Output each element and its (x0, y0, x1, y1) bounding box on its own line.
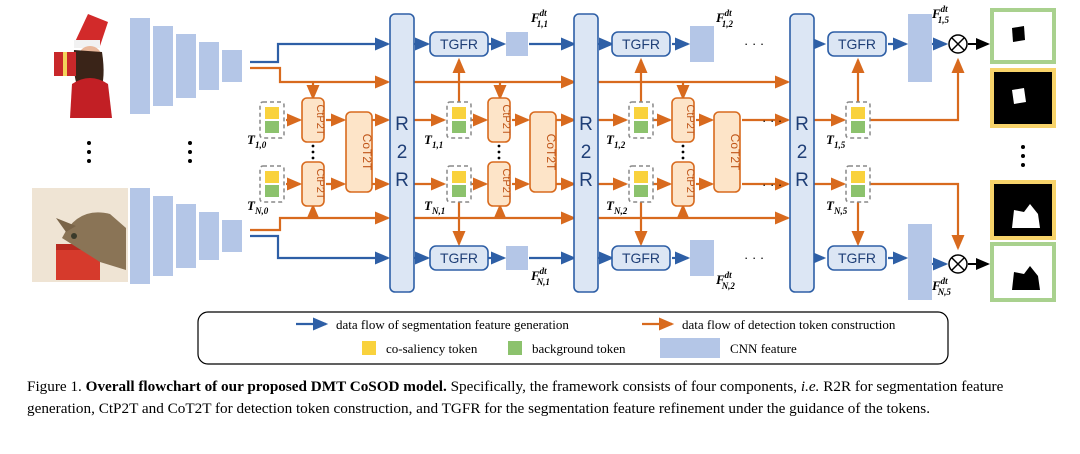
legend-orange-label: data flow of detection token constructio… (682, 317, 896, 332)
woman-with-gift-photo (54, 14, 128, 118)
legend-yellow-swatch (362, 341, 376, 355)
token-label-top: T1,5 (826, 132, 846, 150)
background-token (265, 185, 279, 197)
token-group (446, 101, 472, 139)
tgfr-label: TGFR (622, 36, 660, 52)
ctp2t-label: CtP2T (314, 168, 326, 199)
ctp2t-label: CtP2T (500, 104, 512, 135)
token-label-bottom: TN,1 (424, 198, 445, 216)
token-group (259, 165, 285, 203)
ctp2t-modules (301, 97, 695, 207)
ground-truth-mask-1 (990, 68, 1056, 128)
figure-caption: Figure 1. Overall flowchart of our propo… (27, 376, 1057, 419)
ctp2t-label: CtP2T (684, 104, 696, 135)
co-saliency-token (452, 171, 466, 183)
token-group (628, 101, 654, 139)
ellipsis-bottom: · · · (744, 250, 764, 265)
token-groups (259, 101, 871, 203)
co-saliency-token (265, 107, 279, 119)
cat-with-gift-photo (32, 188, 128, 282)
background-token (452, 121, 466, 133)
legend-bg-label: background token (532, 341, 626, 356)
caption-text-2: R2R for segmentation feature generation,… (27, 378, 1004, 417)
legend-green-swatch (508, 341, 522, 355)
prediction-mask-1 (990, 8, 1056, 64)
tgfr-label: TGFR (440, 250, 478, 266)
token-label-top: T1,0 (247, 132, 267, 150)
token-group (845, 101, 871, 139)
ground-truth-mask-n (990, 180, 1056, 240)
background-token (634, 121, 648, 133)
caption-text-1: Specifically, the framework consists of … (446, 378, 801, 395)
token-label-bottom: TN,2 (606, 198, 628, 216)
tgfr-label: TGFR (440, 36, 478, 52)
tgfr-label: TGFR (838, 250, 876, 266)
token-label-top: T1,1 (424, 132, 443, 150)
token-group (628, 165, 654, 203)
cot2t-label: CoT2T (728, 134, 742, 171)
ellipsis-mid2: · · · (762, 177, 782, 192)
token-group (446, 165, 472, 203)
cnn-backbone-bottom (130, 188, 242, 284)
r2r-module-3 (789, 13, 815, 293)
multiply-operator (948, 34, 968, 274)
legend-cosal-label: co-saliency token (386, 341, 478, 356)
legend-box (197, 311, 949, 365)
co-saliency-token (634, 107, 648, 119)
cnn-backbone-top (130, 18, 242, 114)
cot2t-label: CoT2T (544, 134, 558, 171)
caption-prefix: Figure 1. (27, 378, 82, 395)
vertical-ellipsis (87, 141, 1025, 167)
tgfr-label: TGFR (838, 36, 876, 52)
co-saliency-token (851, 171, 865, 183)
cot2t-modules (345, 111, 741, 193)
ctp2t-label: CtP2T (314, 104, 326, 135)
co-saliency-token (265, 171, 279, 183)
token-group (259, 101, 285, 139)
background-token (634, 185, 648, 197)
background-token (851, 121, 865, 133)
cot2t-label: CoT2T (360, 134, 374, 171)
ctp2t-label: CtP2T (684, 168, 696, 199)
token-group (845, 165, 871, 203)
caption-ie: i.e. (800, 378, 820, 395)
ellipsis-top: · · · (744, 36, 764, 51)
ctp2t-label: CtP2T (500, 168, 512, 199)
refined-feature-blocks (506, 14, 932, 300)
r2r-module-2 (573, 13, 599, 293)
background-token (265, 121, 279, 133)
prediction-mask-n (990, 242, 1056, 302)
co-saliency-token (452, 107, 466, 119)
background-token (851, 185, 865, 197)
r2r-module-1 (389, 13, 415, 293)
ellipsis-mid1: · · · (762, 113, 782, 128)
tgfr-label: TGFR (622, 250, 660, 266)
legend-cnn-label: CNN feature (730, 341, 797, 356)
legend-cnn-swatch (660, 338, 720, 358)
token-label-bottom: TN,5 (826, 198, 848, 216)
token-label-top: T1,2 (606, 132, 626, 150)
caption-title: Overall flowchart of our proposed DMT Co… (85, 378, 447, 395)
token-label-bottom: TN,0 (247, 198, 269, 216)
background-token (452, 185, 466, 197)
co-saliency-token (851, 107, 865, 119)
legend-blue-label: data flow of segmentation feature genera… (336, 317, 569, 332)
co-saliency-token (634, 171, 648, 183)
